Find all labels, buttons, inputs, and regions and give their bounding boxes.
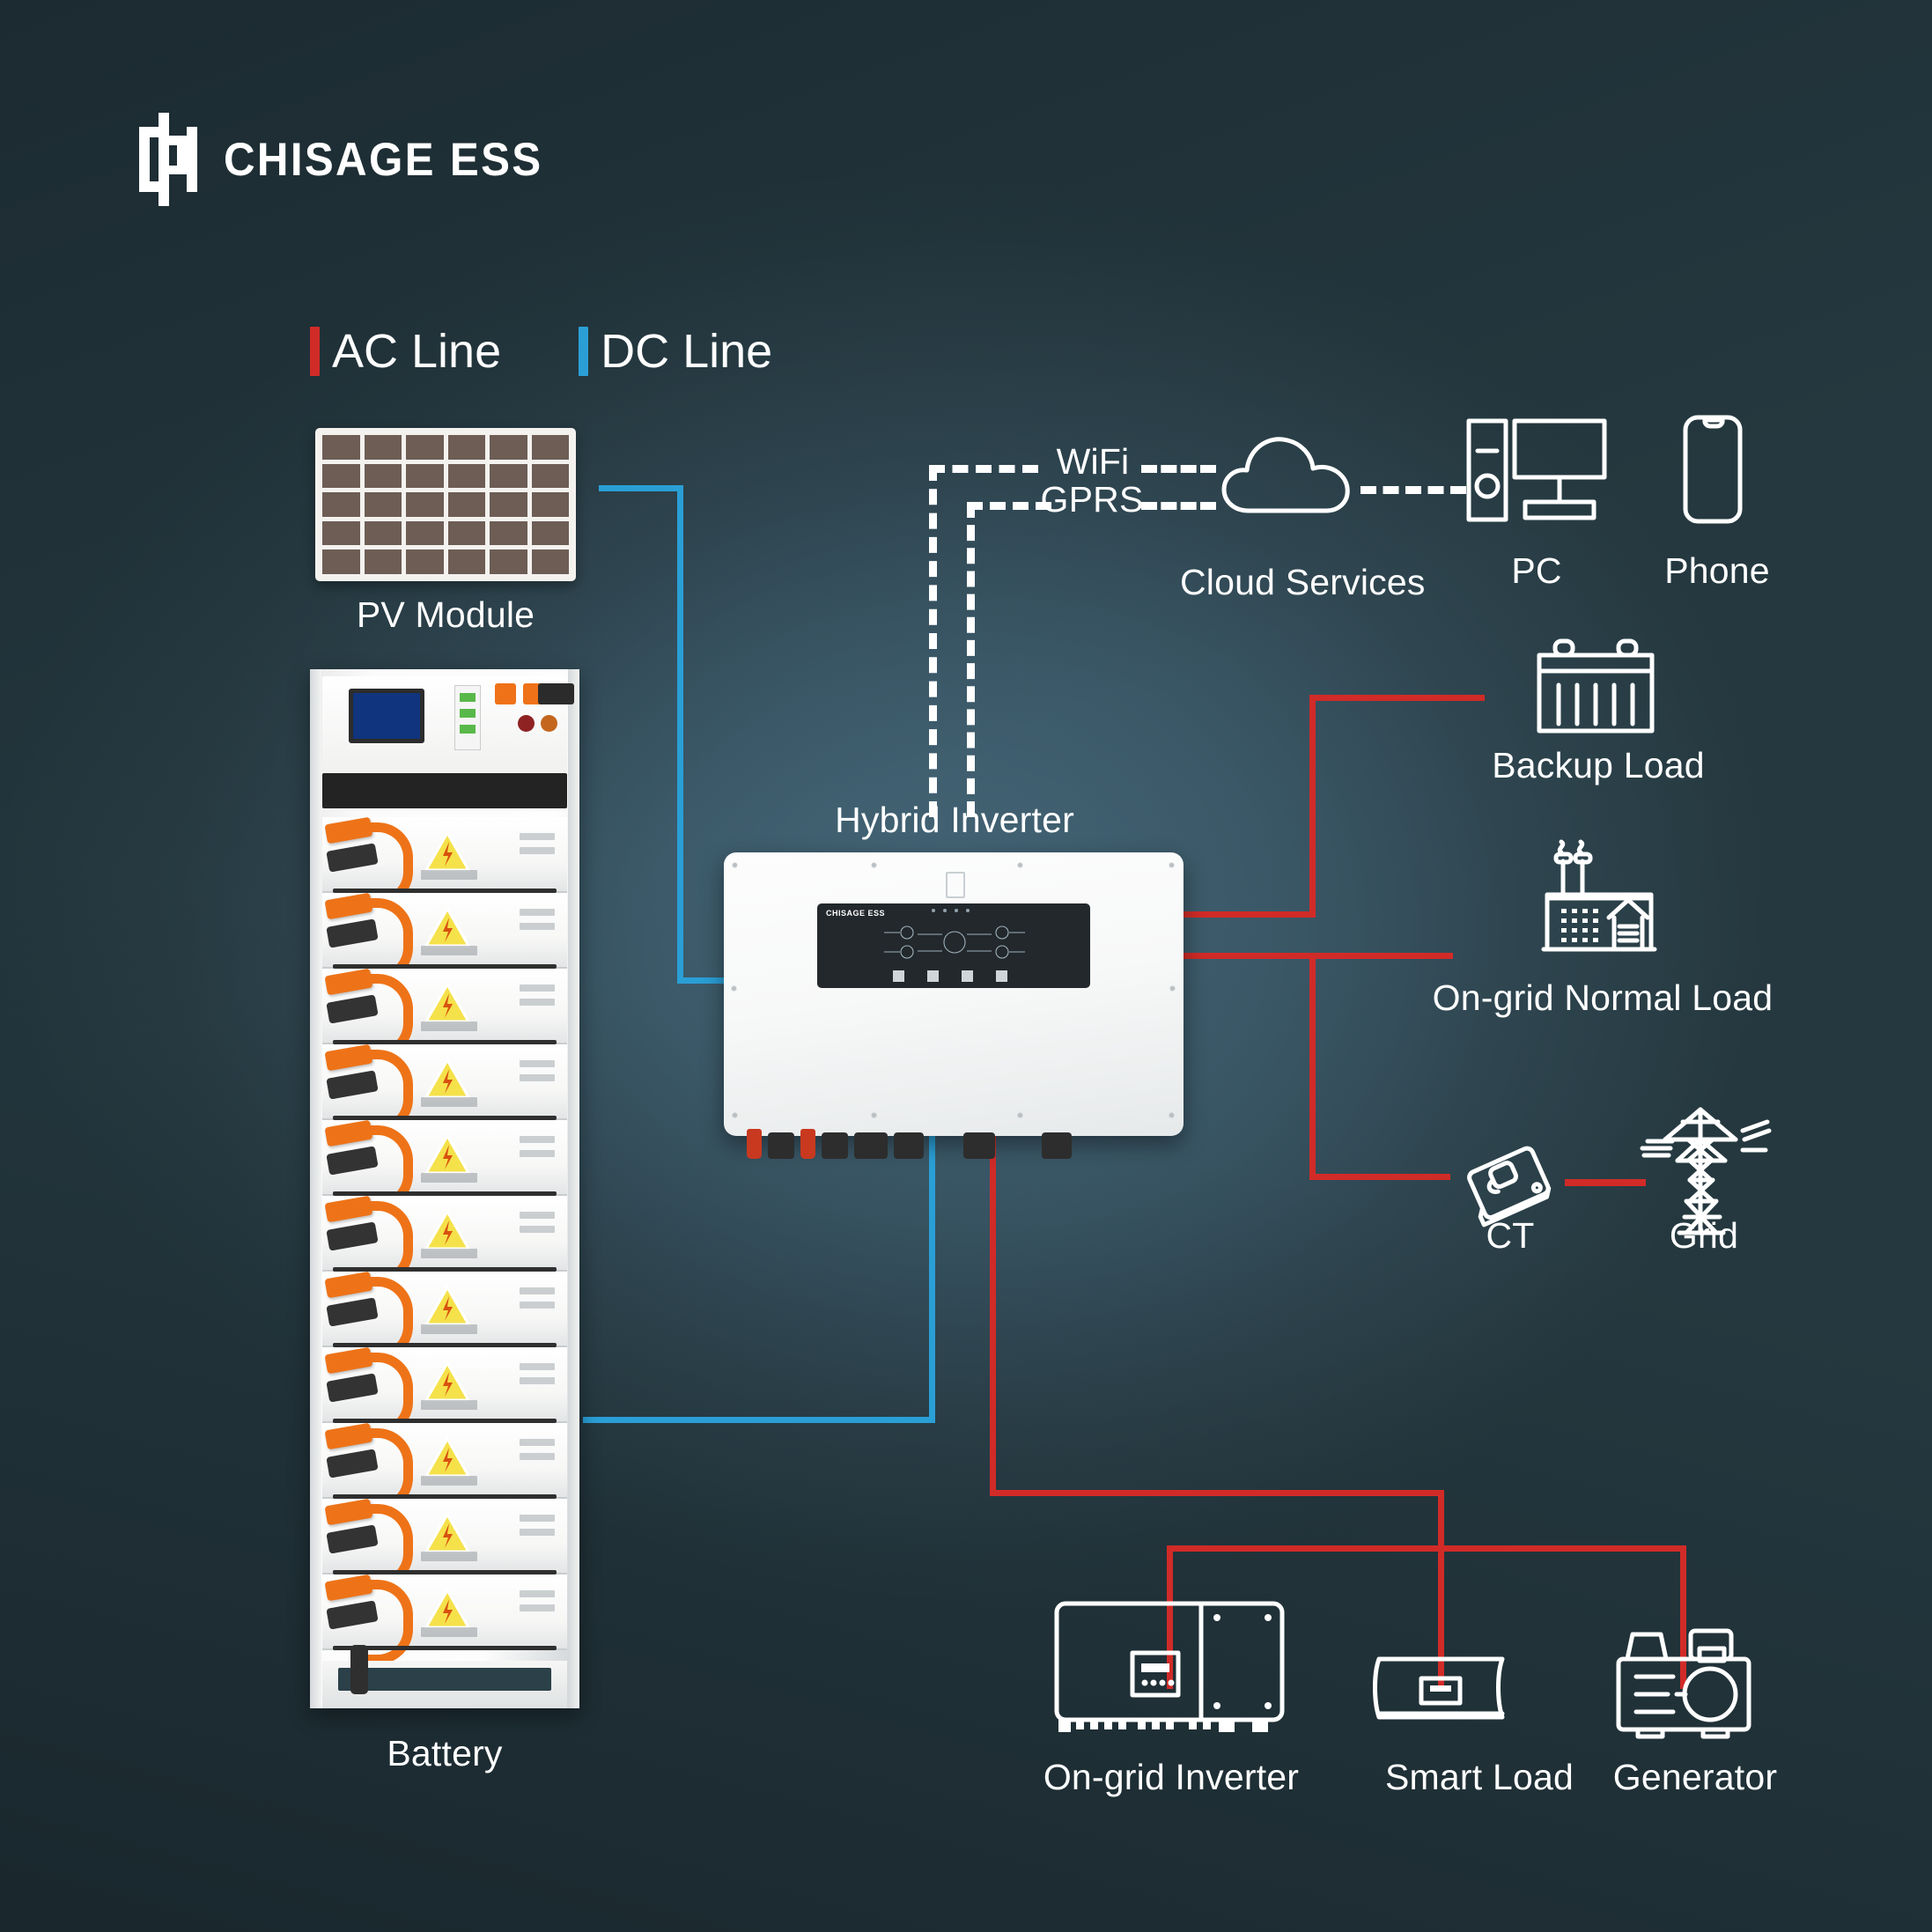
ac-wire-ct-h: [1309, 1174, 1450, 1180]
brand-name: CHISAGE ESS: [224, 133, 543, 186]
phone-icon: [1664, 412, 1761, 527]
battery-lcd-screen: [349, 689, 424, 743]
dc-wire-pv-v: [677, 485, 683, 984]
grid-tower-icon: [1625, 1101, 1783, 1242]
label-pc: PC: [1511, 550, 1562, 591]
inverter-flow-diagram: [877, 921, 1032, 963]
ac-wire-drop-generator: [1680, 1545, 1686, 1689]
battery-breaker-icon: [454, 685, 481, 750]
battery-module: [322, 1574, 567, 1664]
battery-module: [322, 816, 567, 907]
battery-base-lever: [350, 1645, 368, 1694]
hybrid-inverter-icon: CHISAGE ESS: [724, 852, 1184, 1159]
battery-base: [322, 1645, 567, 1708]
on-grid-normal-load-icon: [1537, 838, 1660, 970]
chisage-mark-icon: [139, 113, 197, 206]
comm-wifi-to-cloud: [1141, 465, 1216, 473]
comm-wifi-horizontal: [929, 465, 1038, 473]
label-on-grid-normal-load: On-grid Normal Load: [1432, 977, 1773, 1018]
dc-wire-batt-v: [929, 1136, 935, 1423]
generator-icon: [1611, 1620, 1763, 1739]
label-cloud-services: Cloud Services: [1180, 562, 1426, 602]
ac-wire-backup-h2: [1309, 695, 1485, 701]
battery-control-head: [322, 676, 574, 773]
comm-gprs-horizontal: [967, 502, 1051, 510]
battery-module: [322, 1119, 567, 1210]
label-ct: CT: [1486, 1215, 1535, 1256]
inverter-display-panel: CHISAGE ESS: [817, 903, 1090, 988]
inverter-cable-glands: [747, 1129, 1072, 1159]
battery-module: [322, 1271, 567, 1361]
dc-wire-pv-h1: [599, 485, 683, 491]
battery-module: [322, 968, 567, 1058]
inverter-keypad[interactable]: [893, 970, 1007, 982]
comm-gprs-vertical: [967, 502, 975, 817]
label-phone: Phone: [1664, 550, 1770, 591]
comm-gprs-to-cloud: [1141, 502, 1216, 510]
label-on-grid-inverter: On-grid Inverter: [1043, 1757, 1300, 1797]
label-hybrid-inverter: Hybrid Inverter: [835, 800, 1074, 840]
dc-wire-batt-h: [583, 1417, 935, 1423]
cloud-services-icon: [1215, 423, 1365, 528]
legend-label-dc: DC Line: [601, 325, 773, 378]
label-backup-load: Backup Load: [1492, 745, 1705, 785]
ac-wire-ct-v: [1309, 953, 1316, 1180]
comm-label-gprs: GPRS: [1040, 479, 1144, 520]
ac-wire-bottom-h1: [990, 1490, 1444, 1496]
label-battery: Battery: [387, 1733, 503, 1773]
ac-wire-backup-h1: [1182, 911, 1316, 918]
battery-module: [322, 1422, 567, 1513]
ac-wire-normalload-h: [1182, 953, 1453, 959]
ac-wire-drop-smart-load: [1438, 1545, 1444, 1689]
label-generator: Generator: [1612, 1757, 1778, 1797]
ac-wire-bus-h: [1167, 1545, 1686, 1552]
ac-wire-bottom-v1: [990, 1136, 996, 1496]
battery-rack-icon: [310, 669, 579, 1708]
battery-module: [322, 1498, 567, 1589]
blue-bar-icon: [579, 327, 589, 376]
on-grid-inverter-icon: [1050, 1598, 1287, 1739]
dc-wire-pv-h2: [677, 977, 732, 984]
inverter-status-leds: [932, 909, 970, 912]
label-smart-load: Smart Load: [1385, 1757, 1574, 1797]
battery-module: [322, 1195, 567, 1286]
battery-connector-black-2: [553, 683, 574, 704]
label-pv-module: PV Module: [356, 594, 535, 635]
pv-module-icon: [315, 428, 576, 581]
battery-button-red: [518, 715, 535, 732]
battery-module: [322, 1346, 567, 1437]
pc-icon: [1462, 414, 1611, 527]
legend: AC Line DC Line: [310, 324, 772, 379]
inverter-embossed-logo-icon: [946, 872, 965, 898]
battery-button-amber: [541, 715, 557, 732]
legend-item-dc: DC Line: [579, 324, 772, 379]
ac-wire-drop-ongrid-inverter: [1167, 1545, 1173, 1689]
backup-load-icon: [1532, 636, 1660, 738]
ac-wire-ct-grid: [1565, 1179, 1646, 1186]
pv-cell-grid: [322, 435, 569, 574]
battery-module: [322, 892, 567, 983]
ac-wire-backup-v: [1309, 695, 1316, 918]
comm-wifi-vertical: [929, 465, 937, 817]
comm-label-wifi: WiFi: [1056, 441, 1130, 482]
legend-label-ac: AC Line: [332, 325, 502, 378]
legend-item-ac: AC Line: [310, 324, 501, 379]
battery-top-busbar: [322, 773, 567, 808]
red-bar-icon: [310, 327, 320, 376]
battery-module: [322, 1043, 567, 1134]
brand-logo: CHISAGE ESS: [139, 113, 567, 206]
inverter-panel-brand: CHISAGE ESS: [826, 909, 886, 918]
label-grid: Grid: [1669, 1215, 1739, 1256]
comm-cloud-to-pc: [1361, 486, 1466, 494]
smart-load-icon: [1363, 1647, 1520, 1733]
ct-icon: [1462, 1140, 1559, 1233]
